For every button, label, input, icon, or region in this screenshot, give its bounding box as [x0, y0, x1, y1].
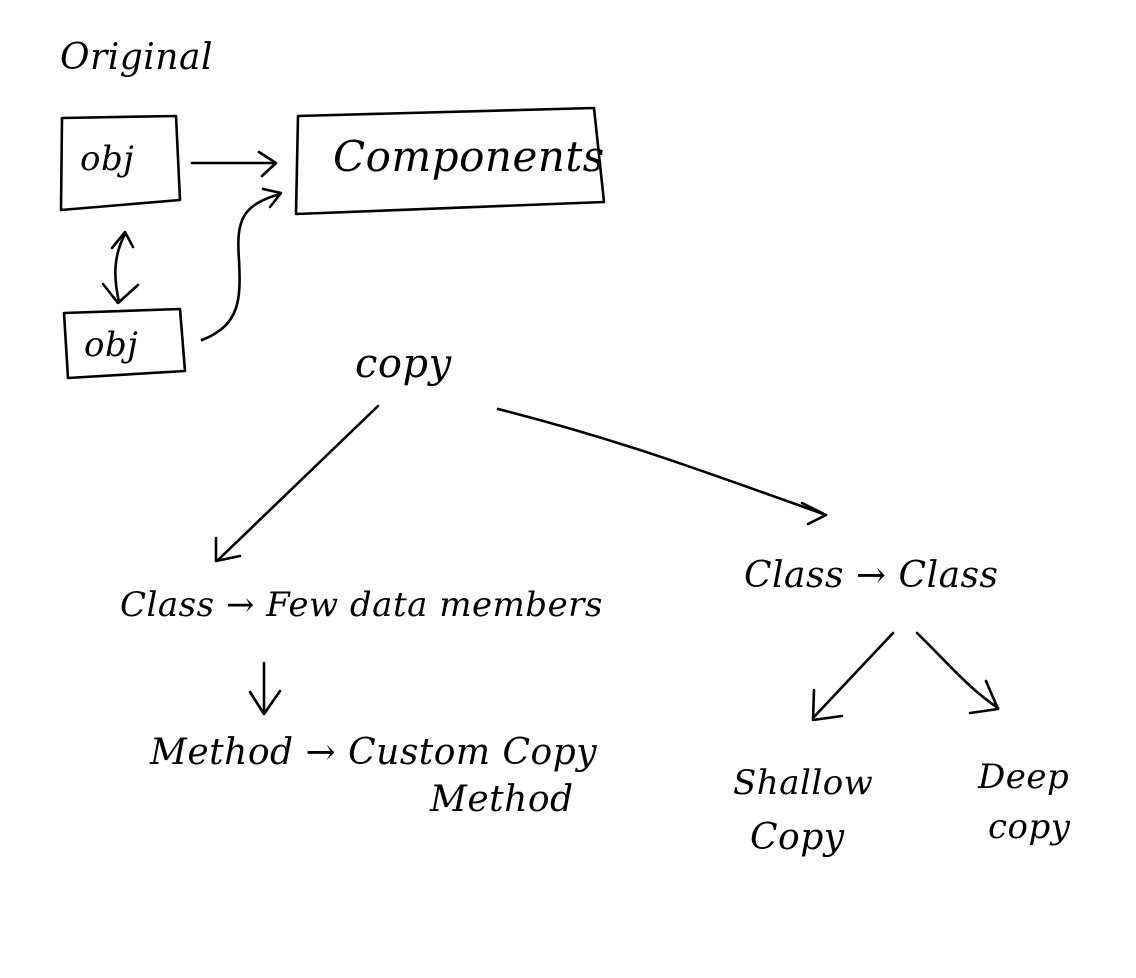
obj-bottom-to-components-arrow	[200, 187, 283, 342]
class-to-shallow-arrow	[811, 631, 895, 722]
shallow-label: Shallow	[733, 763, 874, 803]
deep-label: Deep	[978, 757, 1070, 797]
components-box	[294, 106, 606, 216]
deep-copy-label: copy	[988, 807, 1071, 847]
obj-to-components-arrow	[190, 150, 278, 178]
class-few-members-label: Class → Few data members	[120, 585, 603, 625]
obj-bidirectional-arrow	[101, 230, 140, 305]
copy-to-class-few-arrow	[214, 404, 380, 563]
shallow-copy-label: Copy	[750, 817, 845, 858]
method-label: Method → Custom Copy	[150, 732, 598, 773]
diagram-title: Original	[60, 37, 213, 78]
copy-label: copy	[355, 341, 452, 387]
method-line2-label: Method	[430, 779, 574, 820]
class-class-label: Class → Class	[744, 555, 999, 596]
obj-bottom-label: obj	[84, 325, 139, 365]
obj-top-label: obj	[80, 139, 135, 179]
components-label: Components	[333, 132, 605, 181]
class-to-method-arrow	[248, 661, 282, 716]
obj-bottom-box	[62, 307, 187, 380]
copy-to-class-class-arrow	[496, 407, 828, 526]
class-to-deep-arrow	[915, 631, 1000, 715]
obj-top-box	[59, 114, 182, 212]
